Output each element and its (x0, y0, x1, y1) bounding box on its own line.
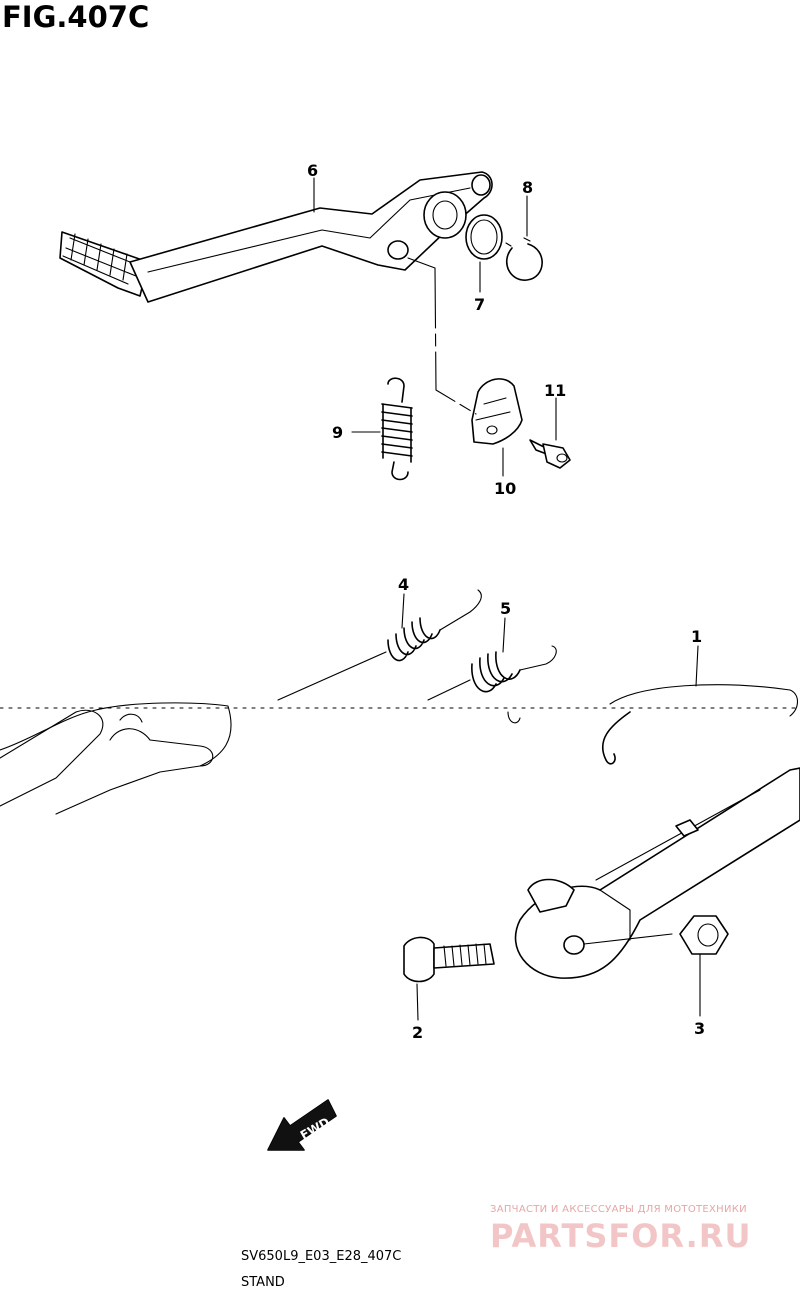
callout-4[interactable]: 4 (398, 575, 409, 594)
spring-part-4[interactable] (277, 589, 482, 701)
assembly-lines (313, 177, 701, 1021)
bolt-part-11[interactable] (529, 439, 571, 469)
watermark-tagline: ЗАПЧАСТИ И АКСЕССУАРЫ ДЛЯ МОТОТЕХНИКИ (490, 1204, 747, 1215)
fwd-direction-arrow: FWD (267, 1099, 337, 1151)
spring-part-5[interactable] (427, 645, 557, 724)
callout-11[interactable]: 11 (544, 381, 566, 400)
callout-7[interactable]: 7 (474, 295, 485, 314)
section-name: STAND (241, 1275, 285, 1290)
bolt-part-2[interactable] (403, 936, 495, 983)
callout-3[interactable]: 3 (694, 1019, 705, 1038)
spring-part-9[interactable] (381, 377, 413, 481)
diagram-code: SV650L9_E03_E28_407C (241, 1249, 402, 1264)
snap-ring-part-8[interactable] (505, 237, 543, 281)
bracket-part-10[interactable] (471, 378, 523, 445)
callout-2[interactable]: 2 (412, 1023, 423, 1042)
nut-part-3[interactable] (679, 915, 729, 955)
washer-part-7[interactable] (465, 214, 503, 260)
frame-section-left (0, 702, 800, 815)
callout-5[interactable]: 5 (500, 599, 511, 618)
callout-10[interactable]: 10 (494, 479, 516, 498)
callout-6[interactable]: 6 (307, 161, 318, 180)
callout-9[interactable]: 9 (332, 423, 343, 442)
watermark-logo: PARTSFOR.RU (490, 1217, 752, 1255)
figure-title: FIG.407C (2, 0, 150, 34)
callout-1[interactable]: 1 (691, 627, 702, 646)
callout-8[interactable]: 8 (522, 178, 533, 197)
brake-pedal-part-6[interactable] (59, 171, 493, 303)
side-stand-part-1[interactable] (514, 684, 800, 979)
